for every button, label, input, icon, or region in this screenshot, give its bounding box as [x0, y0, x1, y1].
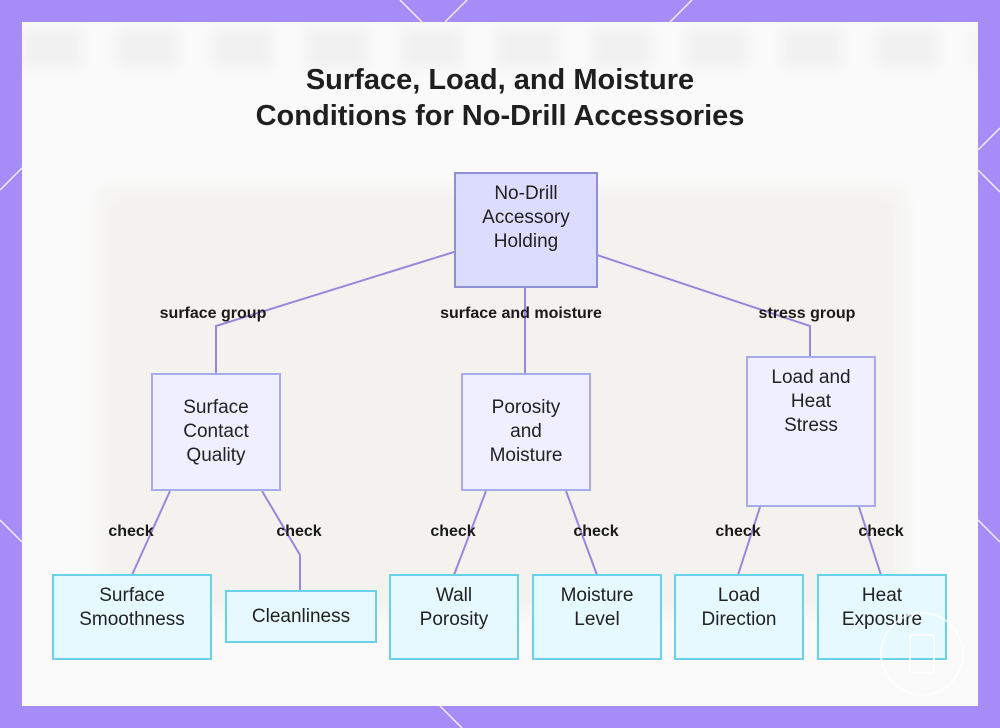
- node-wall-porosity: Wall Porosity: [389, 574, 519, 660]
- edge-surface-contact-to-surface-smoothness: [131, 490, 171, 576]
- edge-label-check: check: [715, 523, 761, 540]
- node-surface-contact-quality: Surface Contact Quality: [151, 373, 281, 491]
- node-load-and-heat-stress: Load and Heat Stress: [746, 356, 876, 507]
- node-text-line: Porosity: [491, 397, 561, 418]
- edge-label-check: check: [858, 523, 904, 540]
- edge-label-stress-group: stress group: [758, 305, 856, 322]
- node-text-line: Stress: [784, 415, 838, 436]
- node-porosity-and-moisture: Porosity and Moisture: [461, 373, 591, 491]
- node-text-line: Quality: [186, 445, 246, 466]
- node-text-line: Wall: [435, 585, 473, 606]
- node-text-line: No-Drill: [494, 183, 558, 204]
- edge-label-surface-group: surface group: [159, 305, 267, 322]
- node-text-line: Heat: [861, 585, 903, 606]
- node-cleanliness: Cleanliness: [225, 590, 377, 643]
- node-text-line: Smoothness: [79, 609, 185, 630]
- node-text-line: Porosity: [419, 609, 489, 630]
- edge-surface-contact-to-cleanliness: [261, 490, 301, 591]
- edge-root-to-surface-contact: [215, 251, 455, 374]
- edge-porosity-moisture-to-moisture-level: [565, 490, 598, 576]
- watermark-logo: [880, 612, 964, 696]
- node-text-line: and: [510, 421, 542, 442]
- edge-label-check: check: [276, 523, 322, 540]
- node-text-line: Heat: [790, 391, 832, 412]
- node-text-line: Level: [574, 609, 620, 630]
- edge-porosity-moisture-to-wall-porosity: [453, 490, 487, 576]
- diagram-title: Surface, Load, and Moisture Conditions f…: [0, 62, 1000, 134]
- edge-load-heat-to-load-direction: [737, 506, 761, 576]
- node-text-line: Load: [717, 585, 761, 606]
- title-line-1: Surface, Load, and Moisture: [305, 64, 695, 96]
- node-text-line: Contact: [183, 421, 249, 442]
- node-text-line: Accessory: [482, 207, 570, 228]
- watermark-logo-shape: [909, 634, 935, 674]
- node-text-line: Holding: [493, 231, 559, 252]
- edge-label-check: check: [108, 523, 154, 540]
- edge-label-surface-and-moisture: surface and moisture: [440, 305, 602, 322]
- node-text-line: Surface: [99, 585, 165, 606]
- node-no-drill-accessory-holding: No-Drill Accessory Holding: [454, 172, 598, 288]
- node-text-line: Load and: [771, 367, 851, 388]
- edge-root-to-load-heat: [596, 254, 811, 357]
- title-line-2: Conditions for No-Drill Accessories: [255, 100, 745, 132]
- node-text-line: Moisture: [560, 585, 634, 606]
- node-text-line: Direction: [701, 609, 777, 630]
- node-surface-smoothness: Surface Smoothness: [52, 574, 212, 660]
- edge-label-check: check: [430, 523, 476, 540]
- node-text-line: Moisture: [489, 445, 563, 466]
- node-text-line: Cleanliness: [251, 605, 351, 627]
- node-text-line: Surface: [183, 397, 249, 418]
- node-moisture-level: Moisture Level: [532, 574, 662, 660]
- edge-load-heat-to-heat-exposure: [858, 506, 882, 576]
- blurred-background-text: [22, 28, 978, 68]
- edge-label-check: check: [573, 523, 619, 540]
- node-load-direction: Load Direction: [674, 574, 804, 660]
